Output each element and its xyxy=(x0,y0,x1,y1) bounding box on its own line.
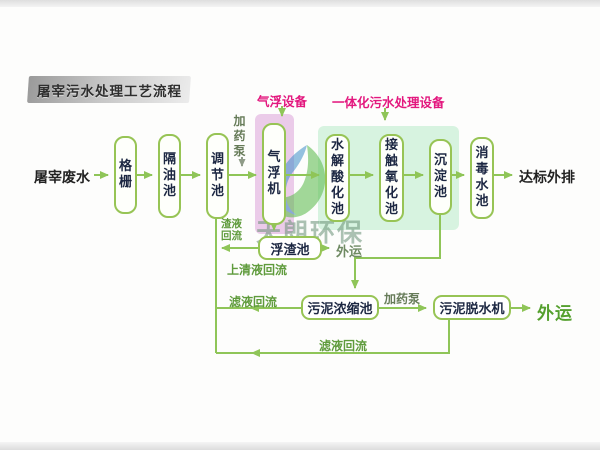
flotation-equipment-label: 气浮设备 xyxy=(257,94,308,109)
tank-sludge-thickening: 污泥浓缩池 xyxy=(301,295,379,320)
dosing-pump-label-bottom: 加药泵 xyxy=(384,292,421,306)
haul-away-scum-label: 外运 xyxy=(336,245,363,260)
source-label: 屠宰废水 xyxy=(34,170,90,186)
photo-edge-bottom xyxy=(0,442,600,450)
tank-sedimentation: 沉淀池 xyxy=(429,139,452,215)
slag-return-label: 渣液回流 xyxy=(221,218,242,242)
tank-oxidation: 接触氧化池 xyxy=(379,134,404,222)
tank-grid: 格栅 xyxy=(114,136,137,214)
integrated-equipment-label: 一体化污水处理设备 xyxy=(332,95,445,110)
tank-oil-separation: 隔油池 xyxy=(158,134,181,218)
title-banner: 屠宰污水处理工艺流程 xyxy=(27,76,191,103)
supernatant-return-label: 上清液回流 xyxy=(227,263,288,277)
machine-sludge-dewatering: 污泥脱水机 xyxy=(433,295,511,320)
tank-air-flotation: 气浮机 xyxy=(262,123,286,225)
tank-disinfection: 消毒水池 xyxy=(470,137,494,219)
filtrate-return-mid-label: 滤液回流 xyxy=(229,295,278,309)
dosing-pump-label-top: 加药泵 xyxy=(233,114,246,158)
page-title: 屠宰污水处理工艺流程 xyxy=(36,83,182,100)
outlet-label: 达标外排 xyxy=(519,170,575,186)
tank-scum: 浮渣池 xyxy=(258,236,322,260)
haul-away-sludge-label: 外运 xyxy=(537,304,573,324)
filtrate-return-bottom-label: 滤液回流 xyxy=(319,339,368,353)
tank-regulating: 调节池 xyxy=(206,133,229,219)
tank-hydrolysis: 水解酸化池 xyxy=(325,134,350,222)
photo-edge-top xyxy=(0,0,600,7)
